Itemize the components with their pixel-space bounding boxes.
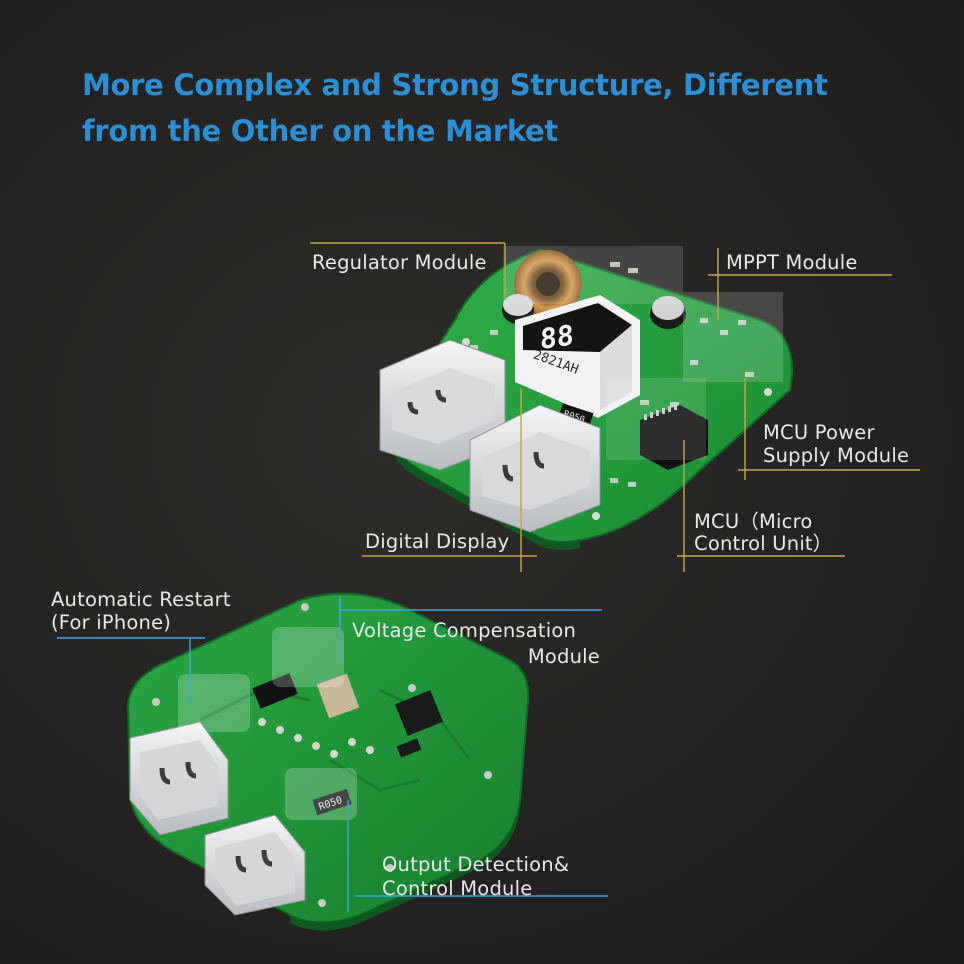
label-mppt-module: MPPT Module bbox=[726, 251, 858, 274]
headline-line-1: More Complex and Strong Structure, Diffe… bbox=[82, 68, 828, 102]
label-output-detection-line-2: Control Module bbox=[382, 877, 533, 900]
label-mcu-power-line-1: MCU Power bbox=[763, 421, 875, 444]
label-automatic-restart-line-1: Automatic Restart bbox=[51, 588, 231, 611]
top-pcb: 88 2821AH R050 bbox=[379, 246, 793, 551]
label-output-detection-line-1: Output Detection& bbox=[382, 853, 570, 876]
usb-port-right bbox=[469, 404, 601, 533]
bottom-leader-lines bbox=[57, 596, 608, 912]
digital-display: 88 2821AH bbox=[515, 295, 640, 418]
usb-port-bottom-left bbox=[129, 721, 229, 836]
usb-port-left bbox=[379, 339, 506, 471]
label-mcu-line-2: Control Unit） bbox=[694, 532, 833, 555]
bottom-pcb: R050 bbox=[126, 592, 530, 931]
mcu-chip bbox=[640, 404, 708, 470]
headline: More Complex and Strong Structure, Diffe… bbox=[82, 62, 902, 154]
label-regulator-module: Regulator Module bbox=[312, 251, 487, 274]
display-digits: 88 bbox=[540, 318, 574, 356]
top-leader-lines bbox=[310, 242, 920, 572]
label-voltage-compensation-line-1: Voltage Compensation bbox=[352, 619, 577, 642]
label-digital-display: Digital Display bbox=[365, 530, 510, 553]
label-automatic-restart-line-2: (For iPhone) bbox=[51, 611, 172, 634]
label-mcu-power-line-2: Supply Module bbox=[763, 444, 910, 467]
headline-line-2: from the Other on the Market bbox=[82, 114, 558, 148]
usb-port-bottom-right bbox=[204, 814, 306, 916]
label-mcu-line-1: MCU（Micro bbox=[694, 510, 813, 533]
label-voltage-compensation-line-2: Module bbox=[527, 645, 600, 668]
